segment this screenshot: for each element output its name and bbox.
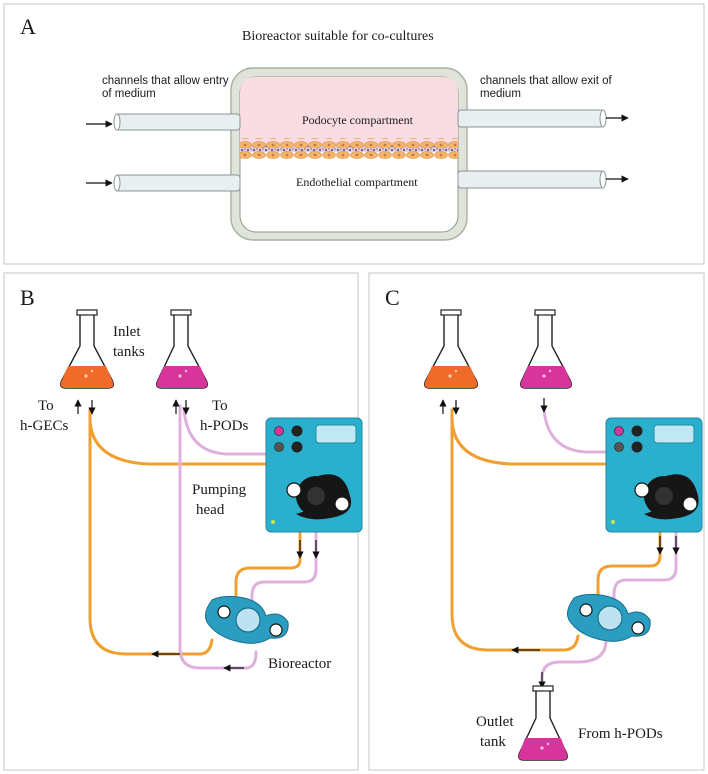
pumping-head-label-line1: Pumping [192, 482, 247, 498]
bioreactor-chamber [230, 67, 468, 241]
entry-channel-bottom [113, 174, 241, 192]
panel-a: A Bioreactor suitable for co-cultures ch… [3, 3, 705, 265]
return-tube-pink [178, 404, 258, 670]
podocyte-cell-layer [240, 138, 458, 148]
endothelial-cell-layer [240, 151, 458, 160]
c-return-tube-orange [450, 408, 580, 652]
entry-channels-label-line2: of medium [102, 88, 156, 100]
c-pump-rotor-head [634, 474, 699, 520]
return-tube-orange [88, 408, 214, 656]
inlet-flask-orange [59, 309, 115, 389]
panel-a-title: Bioreactor suitable for co-cultures [242, 29, 434, 44]
outlet-flask-magenta [517, 685, 569, 761]
to-gecs-label-line1: To [38, 398, 54, 414]
c-inlet-flask-magenta [519, 309, 573, 389]
endothelial-compartment-label: Endothelial compartment [296, 175, 418, 189]
panel-a-letter: A [20, 14, 36, 39]
inlet-tanks-label-line1: Inlet [113, 324, 141, 340]
inlet-flask-magenta [155, 309, 209, 389]
outlet-tank-label-line2: tank [480, 734, 506, 750]
panel-c: C [368, 272, 705, 771]
exit-channel-top [457, 109, 607, 128]
c-outlet-tube-pink [540, 638, 608, 692]
outlet-tank-label-line1: Outlet [476, 714, 514, 730]
pumping-head-label-line2: head [196, 502, 225, 518]
entry-channels-label-line1: channels that allow entry [102, 75, 229, 87]
exit-channels-label-line2: medium [480, 88, 521, 100]
c-inlet-flask-orange [423, 309, 479, 389]
podocyte-compartment-label: Podocyte compartment [302, 113, 414, 127]
bioreactor-label: Bioreactor [268, 656, 331, 672]
inlet-tanks-label-line2: tanks [113, 344, 145, 360]
pump-rotor-head [286, 474, 352, 520]
exit-channels-label-line1: channels that allow exit of [480, 75, 612, 87]
panel-b-letter: B [20, 285, 35, 310]
from-pods-label: From h-PODs [578, 726, 663, 742]
entry-channel-top [113, 113, 241, 131]
panel-c-letter: C [385, 285, 400, 310]
to-pods-label-line2: h-PODs [200, 418, 249, 434]
podocyte-compartment [240, 77, 458, 150]
to-pods-label-line1: To [212, 398, 228, 414]
exit-channel-bottom [457, 170, 607, 189]
bioreactor-device [205, 595, 289, 644]
panel-b: B [3, 272, 363, 771]
c-bioreactor-device [567, 593, 651, 642]
to-gecs-label-line2: h-GECs [20, 418, 68, 434]
porous-membrane [240, 146, 458, 152]
